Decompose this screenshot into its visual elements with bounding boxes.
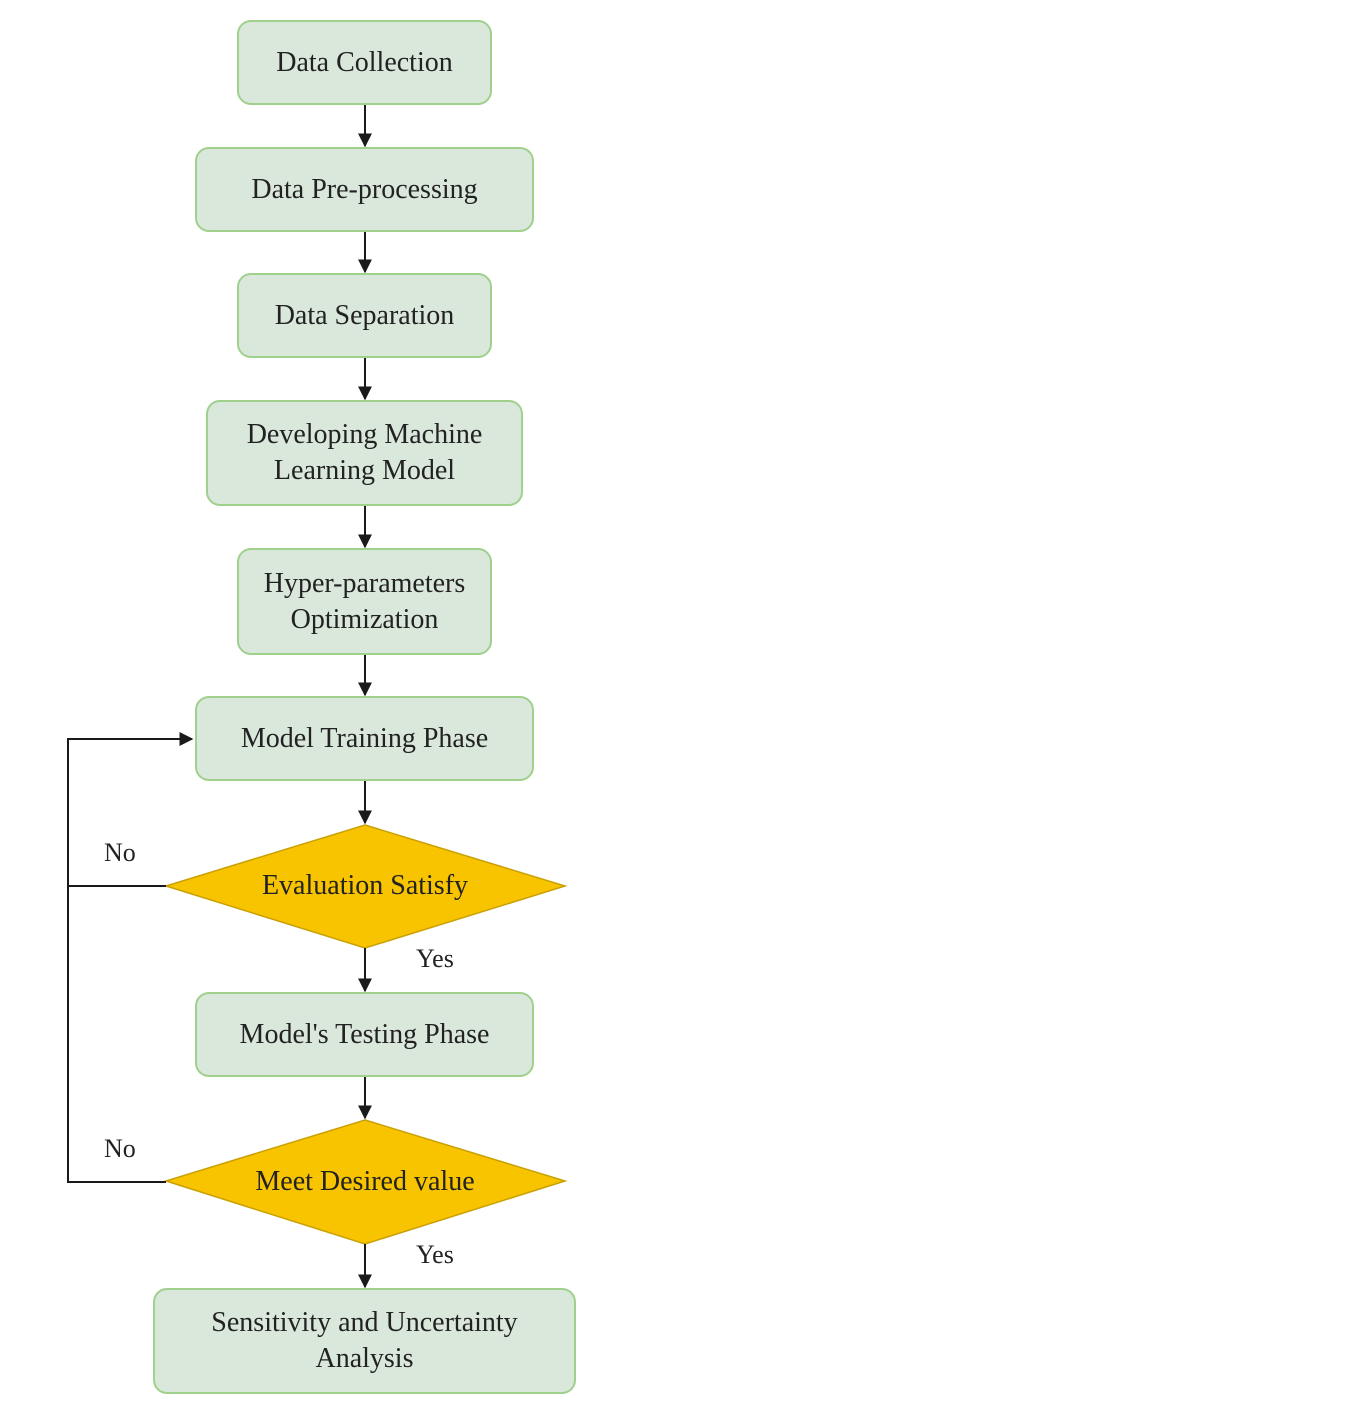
- step-data-separation-label: Data Separation: [274, 299, 455, 331]
- loop-desired-no-to-training: [67, 732, 194, 1183]
- step-developing-model: Developing Machine Learning Model: [206, 400, 523, 506]
- step-hyperparameters: Hyper-parameters Optimization: [237, 548, 492, 655]
- step-model-training: Model Training Phase: [195, 696, 534, 781]
- step-data-separation: Data Separation: [237, 273, 492, 358]
- edge-label-evaluation-yes: Yes: [416, 944, 454, 973]
- step-model-testing: Model's Testing Phase: [195, 992, 534, 1077]
- step-data-preprocessing-label: Data Pre-processing: [251, 173, 478, 205]
- step-model-training-label: Model Training Phase: [240, 722, 489, 754]
- edge-label-desired-no: No: [104, 1134, 136, 1163]
- step-developing-model-label-line2: Learning Model: [273, 455, 456, 486]
- step-sensitivity-label-line1: Sensitivity and Uncertainty: [211, 1307, 518, 1338]
- step-developing-model-label-line1: Developing Machine: [246, 419, 483, 450]
- step-data-collection-label: Data Collection: [276, 46, 453, 78]
- edge-label-evaluation-no: No: [104, 838, 136, 867]
- step-model-testing-label: Model's Testing Phase: [239, 1018, 490, 1050]
- decision-evaluation-label: Evaluation Satisfy: [261, 870, 469, 901]
- step-sensitivity-analysis: Sensitivity and Uncertainty Analysis: [153, 1288, 576, 1394]
- step-data-collection: Data Collection: [237, 20, 492, 105]
- step-hyperparameters-label-line2: Optimization: [290, 603, 439, 635]
- step-sensitivity-label-line2: Analysis: [315, 1343, 414, 1374]
- edge-label-desired-yes: Yes: [416, 1240, 454, 1269]
- step-data-preprocessing: Data Pre-processing: [195, 147, 534, 232]
- decision-desired-value-label: Meet Desired value: [255, 1166, 475, 1197]
- step-hyperparameters-label-line1: Hyper-parameters: [263, 567, 466, 599]
